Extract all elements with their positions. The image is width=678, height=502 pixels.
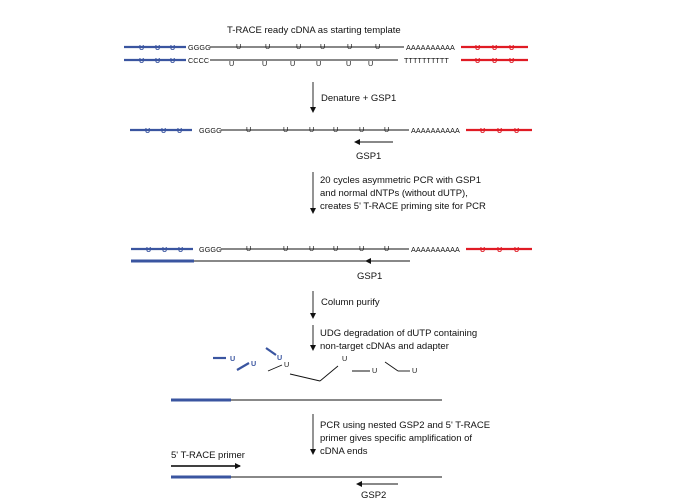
a-run-label: AAAAAAAAAA [411, 245, 460, 254]
uracil-label: U [161, 126, 166, 135]
uracil-label: U [492, 43, 497, 52]
step-label-pcr-line1: 20 cycles asymmetric PCR with GSP1 [320, 175, 481, 186]
step-label-nested-line1: PCR using nested GSP2 and 5' T-RACE [320, 420, 490, 431]
uracil-label: U [342, 354, 347, 363]
template-after-pcr: U U U GGGG U U U U U U AAAAAAAAAA U U U [131, 244, 532, 254]
uracil-label: U [262, 59, 267, 68]
uracil-label: U [333, 125, 338, 134]
a-run-label: AAAAAAAAAA [411, 126, 460, 135]
gsp2-label: GSP2 [361, 490, 386, 501]
g-run-label: GGGG [199, 126, 222, 135]
uracil-label: U [155, 56, 160, 65]
uracil-label: U [375, 42, 380, 51]
uracil-label: U [368, 59, 373, 68]
uracil-label: U [170, 56, 175, 65]
uracil-label: U [229, 59, 234, 68]
step-label-pcr-line3: creates 5' T-RACE priming site for PCR [320, 201, 486, 212]
degraded-fragments: U U U U U U U [213, 347, 417, 382]
uracil-label: U [296, 42, 301, 51]
uracil-label: U [290, 59, 295, 68]
uracil-label: U [177, 126, 182, 135]
uracil-label: U [480, 245, 485, 254]
trace-primer-label: 5' T-RACE primer [171, 450, 245, 461]
uracil-label: U [283, 244, 288, 253]
single-strand-template: U U U GGGG U U U U U U AAAAAAAAAA U U U [130, 125, 532, 135]
uracil-label: U [480, 126, 485, 135]
uracil-label: U [384, 125, 389, 134]
uracil-label: U [346, 59, 351, 68]
step-label-nested-line3: cDNA ends [320, 446, 368, 457]
uracil-label: U [236, 42, 241, 51]
uracil-label: U [246, 125, 251, 134]
uracil-label: U [514, 245, 519, 254]
uracil-label: U [170, 43, 175, 52]
uracil-label: U [359, 244, 364, 253]
uracil-label: U [309, 244, 314, 253]
uracil-label: U [251, 359, 256, 368]
a-run-label: AAAAAAAAAA [406, 43, 455, 52]
uracil-label: U [284, 360, 289, 369]
uracil-label: U [384, 244, 389, 253]
uracil-label: U [316, 59, 321, 68]
uracil-label: U [509, 56, 514, 65]
step-label-nested-line2: primer gives specific amplification of [320, 433, 472, 444]
uracil-label: U [509, 43, 514, 52]
step-label-udg-line1: UDG degradation of dUTP containing [320, 328, 477, 339]
uracil-label: U [320, 42, 325, 51]
uracil-label: U [372, 366, 377, 375]
uracil-label: U [265, 42, 270, 51]
starting-template-top-strand: U U U GGGG U U U U U U AAAAAAAAAA U U U [124, 42, 528, 52]
uracil-label: U [333, 244, 338, 253]
uracil-label: U [475, 56, 480, 65]
uracil-label: U [277, 353, 282, 362]
uracil-label: U [139, 43, 144, 52]
step-label-denature: Denature + GSP1 [321, 93, 396, 104]
c-run-label: CCCC [188, 56, 209, 65]
uracil-label: U [246, 244, 251, 253]
uracil-label: U [139, 56, 144, 65]
step-label-pcr-line2: and normal dNTPs (without dUTP), [320, 188, 468, 199]
uracil-label: U [145, 126, 150, 135]
uracil-label: U [155, 43, 160, 52]
uracil-label: U [497, 126, 502, 135]
starting-template-bottom-strand: U U U CCCC U U U U U U TTTTTTTTTT U U U [124, 56, 528, 68]
uracil-label: U [514, 126, 519, 135]
uracil-label: U [359, 125, 364, 134]
uracil-label: U [309, 125, 314, 134]
uracil-label: U [283, 125, 288, 134]
uracil-label: U [162, 245, 167, 254]
uracil-label: U [412, 366, 417, 375]
step-label-udg-line2: non-target cDNAs and adapter [320, 341, 449, 352]
g-run-label: GGGG [188, 43, 211, 52]
t-run-label: TTTTTTTTTT [404, 56, 449, 65]
diagram-title: T-RACE ready cDNA as starting template [227, 25, 401, 36]
gsp1-label: GSP1 [357, 271, 382, 282]
uracil-label: U [230, 354, 235, 363]
uracil-label: U [497, 245, 502, 254]
uracil-label: U [347, 42, 352, 51]
uracil-label: U [146, 245, 151, 254]
g-run-label: GGGG [199, 245, 222, 254]
uracil-label: U [178, 245, 183, 254]
step-label-purify: Column purify [321, 297, 380, 308]
uracil-label: U [475, 43, 480, 52]
uracil-label: U [492, 56, 497, 65]
gsp1-label: GSP1 [356, 151, 381, 162]
